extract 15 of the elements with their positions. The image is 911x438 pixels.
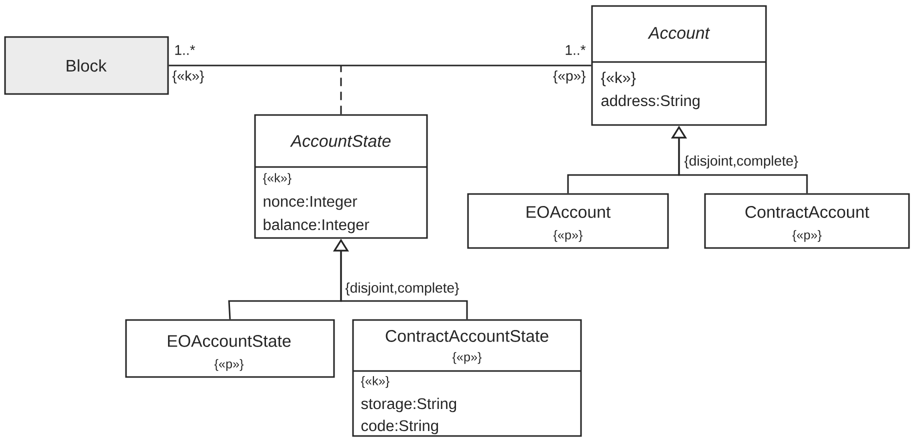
constraint-label: {disjoint,complete} xyxy=(682,154,800,170)
class-box: Account {«k»} address:String xyxy=(591,5,767,126)
multiplicity-label: {«k»} xyxy=(172,70,204,84)
class-box: AccountState {«k»} nonce:Integer balance:Integer xyxy=(254,114,428,239)
association-class-line xyxy=(340,66,342,114)
class-box: Block xyxy=(4,36,169,95)
constraint-label: {disjoint,complete} xyxy=(344,281,461,297)
association-line xyxy=(168,64,592,66)
class-box: ContractAccountState {«p»} {«k»} storage:String code:String xyxy=(352,319,582,437)
multiplicity-label: {«p»} xyxy=(553,70,586,84)
multiplicity-label: 1..* xyxy=(175,45,196,55)
class-box: ContractAccount {«p»} xyxy=(704,193,910,249)
class-box: EOAccountState {«p»} xyxy=(125,319,335,378)
class-box: EOAccount {«p»} xyxy=(467,193,669,249)
multiplicity-label: 1..* xyxy=(566,45,586,55)
